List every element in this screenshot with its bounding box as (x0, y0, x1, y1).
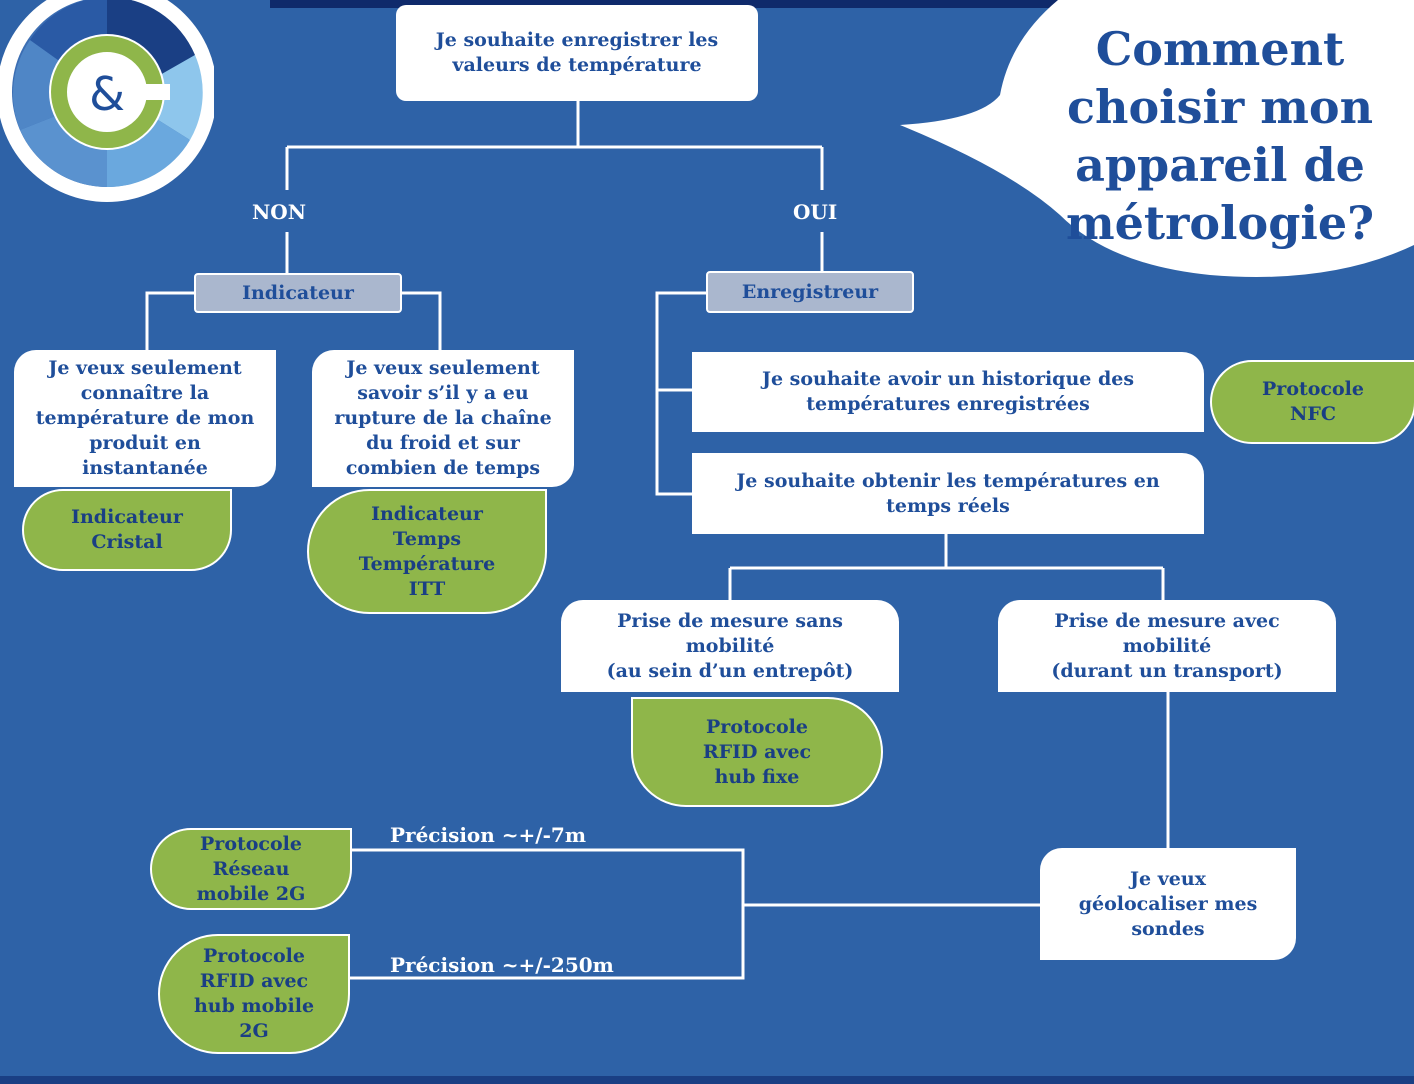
precision-7m-label: Précision ~+/-7m (390, 823, 586, 847)
top-band (270, 0, 1060, 8)
result-reseau-mobile-2g: Protocole Réseau mobile 2G (150, 828, 352, 910)
node-geolocaliser: Je veux géolocaliser mes sondes (1040, 848, 1296, 960)
branch-label-oui: OUI (793, 200, 838, 224)
result-rfid-hub-mobile-2g: Protocole RFID avec hub mobile 2G (158, 934, 350, 1054)
result-indicateur-itt: Indicateur Temps Température ITT (307, 489, 547, 614)
branch-label-non: NON (252, 200, 306, 224)
node-historique: Je souhaite avoir un historique des temp… (692, 352, 1204, 432)
result-rfid-hub-fixe: Protocole RFID avec hub fixe (631, 697, 883, 807)
page-title: Comment choisir mon appareil de métrolog… (1065, 22, 1375, 250)
bottom-band (0, 1076, 1414, 1084)
node-avec-mobilite: Prise de mesure avec mobilité (durant un… (998, 600, 1336, 692)
logo-icon: & (0, 0, 214, 202)
result-indicateur-cristal: Indicateur Cristal (22, 489, 232, 571)
svg-text:&: & (89, 67, 125, 121)
precision-250m-label: Précision ~+/-250m (390, 953, 614, 977)
node-temps-reel: Je souhaite obtenir les températures en … (692, 453, 1204, 534)
category-indicateur: Indicateur (194, 273, 402, 313)
node-instantane: Je veux seulement connaître la températu… (14, 350, 276, 487)
node-rupture: Je veux seulement savoir s’il y a eu rup… (312, 350, 574, 487)
root-question: Je souhaite enregistrer les valeurs de t… (396, 5, 758, 101)
node-sans-mobilite: Prise de mesure sans mobilité (au sein d… (561, 600, 899, 692)
result-protocole-nfc: Protocole NFC (1210, 360, 1414, 444)
category-enregistreur: Enregistreur (706, 271, 914, 313)
